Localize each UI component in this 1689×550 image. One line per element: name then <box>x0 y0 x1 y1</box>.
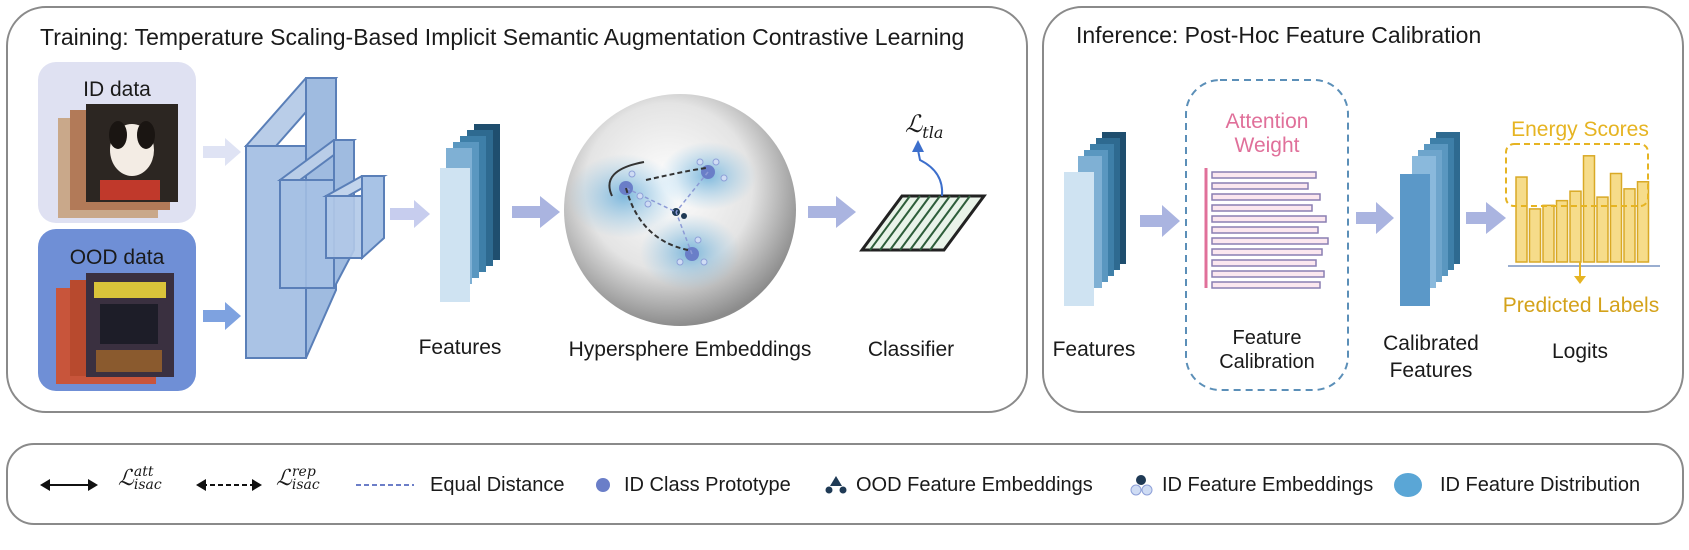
legend-ood-glyph <box>825 476 847 494</box>
loss-arrow <box>912 140 944 197</box>
energy-scores-label: Energy Scores <box>1511 118 1649 141</box>
energy-bars-chart <box>1505 143 1660 284</box>
arrow-features-to-sphere <box>512 196 560 228</box>
legend-id-embed-glyph <box>1130 475 1153 496</box>
attention-weight-line2: Weight <box>1234 134 1300 157</box>
feature-calibration-box <box>1185 79 1349 391</box>
training-title: Training: Temperature Scaling-Based Impl… <box>40 24 965 50</box>
energy-bar <box>1542 204 1555 263</box>
energy-bar <box>1609 172 1623 263</box>
training-features-label: Features <box>418 336 502 359</box>
arrow-sphere-to-classifier <box>808 196 856 228</box>
arrow-ood-to-network <box>203 302 241 330</box>
energy-bar <box>1515 176 1528 263</box>
legend-prototype-dot <box>596 478 610 492</box>
classifier-label: Classifier <box>867 338 955 361</box>
attention-weight-line1: Attention <box>1225 110 1309 133</box>
energy-bar <box>1528 208 1542 263</box>
legend-id-prototype: ID Class Prototype <box>624 474 791 496</box>
legend-equal-distance: Equal Distance <box>430 474 565 496</box>
loss-tla-label: ℒtla <box>905 110 944 142</box>
inference-title: Inference: Post-Hoc Feature Calibration <box>1076 22 1482 48</box>
arrow-calibrated-to-logits <box>1466 202 1506 234</box>
attention-weight-label: Attention Weight <box>1196 110 1338 158</box>
arrow-calib-to-calibrated <box>1356 202 1394 234</box>
id-data-box <box>38 62 196 223</box>
legend-distribution-glyph <box>1394 473 1422 497</box>
classifier-plate <box>859 194 987 252</box>
ood-data-box <box>38 229 196 391</box>
logits-label: Logits <box>1551 340 1609 363</box>
legend-rep-arrow <box>196 479 262 491</box>
training-features-stack <box>440 124 500 302</box>
hypersphere <box>564 94 796 326</box>
legend-att-arrow <box>40 479 98 491</box>
feature-calibration-label: Feature Calibration <box>1196 326 1338 374</box>
calibrated-features-line1: Calibrated <box>1383 332 1479 355</box>
inference-features-label: Features <box>1052 338 1136 361</box>
legend-id-distribution: ID Feature Distribution <box>1440 474 1641 496</box>
legend-ood-embeddings: OOD Feature Embeddings <box>856 474 1093 496</box>
feature-calibration-line2: Calibration <box>1219 351 1315 373</box>
calibrated-features-label: Calibrated Features <box>1366 330 1496 384</box>
energy-bar <box>1555 199 1569 263</box>
energy-bar <box>1596 196 1609 263</box>
arrow-id-to-network <box>203 138 241 166</box>
predicted-labels-label: Predicted Labels <box>1502 294 1660 317</box>
feature-calibration-line1: Feature <box>1232 327 1302 349</box>
energy-bar <box>1582 155 1596 263</box>
ood-data-label: OOD data <box>69 246 165 269</box>
hypersphere-label: Hypersphere Embeddings <box>568 338 812 361</box>
calibrated-features-stack <box>1400 132 1460 306</box>
id-data-label: ID data <box>83 78 151 101</box>
energy-bar <box>1636 181 1650 263</box>
arrow-network-to-features <box>390 200 430 228</box>
encoder-network <box>243 77 388 359</box>
legend-id-embeddings: ID Feature Embeddings <box>1162 474 1374 496</box>
energy-bar <box>1623 188 1636 263</box>
calibrated-features-line2: Features <box>1389 359 1473 382</box>
arrow-inf-features-to-calib <box>1140 205 1180 237</box>
energy-bar <box>1569 190 1582 263</box>
inference-features-stack <box>1064 132 1126 306</box>
